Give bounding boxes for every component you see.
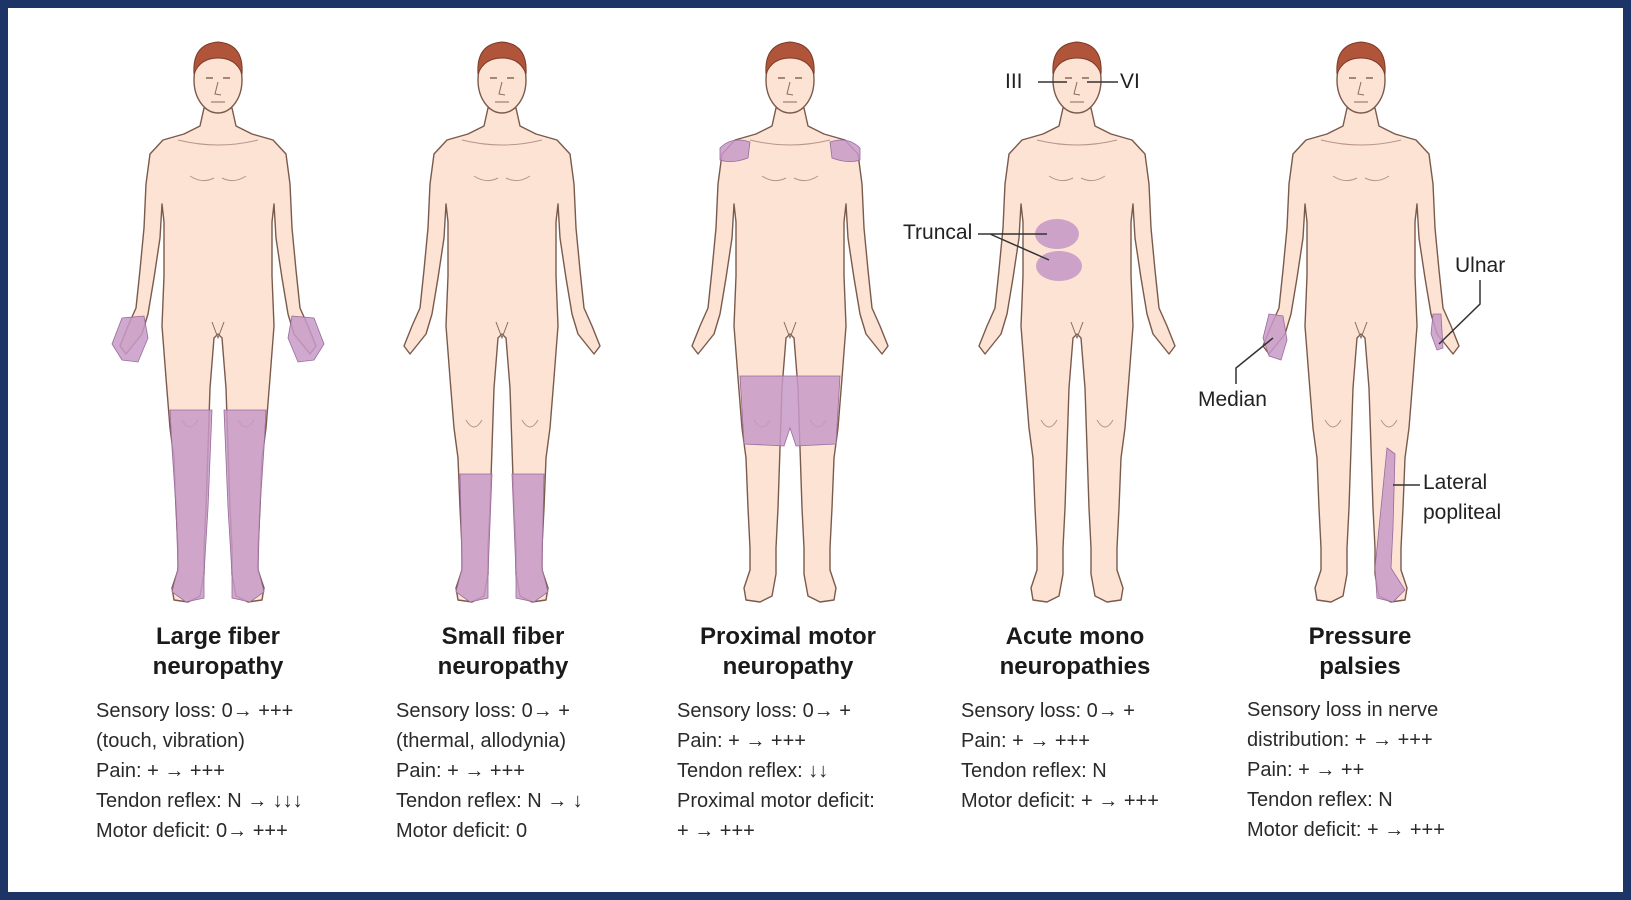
desc-small-fiber: Sensory loss: 0→ +(thermal, allodynia)Pa… (396, 696, 583, 846)
affected-area-thighs (740, 376, 840, 446)
body-figure-small-fiber (404, 42, 600, 602)
label-truncal: Truncal (903, 221, 972, 245)
affected-area-left-lower-leg (456, 474, 492, 602)
affected-area-right-leg (224, 410, 266, 602)
desc-acute-mono: Sensory loss: 0→ +Pain: + → +++Tendon re… (961, 696, 1159, 816)
affected-area-right-shoulder (830, 140, 860, 162)
affected-area-left-leg (170, 410, 212, 602)
affected-area-left-hand (112, 316, 148, 362)
body-figure-proximal-motor (692, 42, 888, 602)
affected-area-left-shoulder (720, 140, 750, 162)
desc-proximal-motor: Sensory loss: 0→ +Pain: + → +++Tendon re… (677, 696, 875, 846)
affected-area-ulnar (1431, 314, 1443, 350)
label-ulnar: Ulnar (1455, 254, 1505, 278)
label-popliteal: popliteal (1423, 501, 1501, 525)
label-nerve-iii: III (1005, 70, 1023, 94)
affected-area-truncal-lower (1036, 251, 1082, 281)
affected-area-median (1263, 314, 1287, 360)
body-figure-large-fiber (112, 42, 324, 602)
body-figure-acute-mono (979, 42, 1175, 602)
label-lateral: Lateral (1423, 471, 1487, 495)
label-median: Median (1198, 388, 1267, 412)
label-nerve-vi: VI (1120, 70, 1140, 94)
desc-large-fiber: Sensory loss: 0→ +++(touch, vibration)Pa… (96, 696, 303, 846)
affected-area-right-lower-leg (512, 474, 548, 602)
affected-area-right-hand (288, 316, 324, 362)
